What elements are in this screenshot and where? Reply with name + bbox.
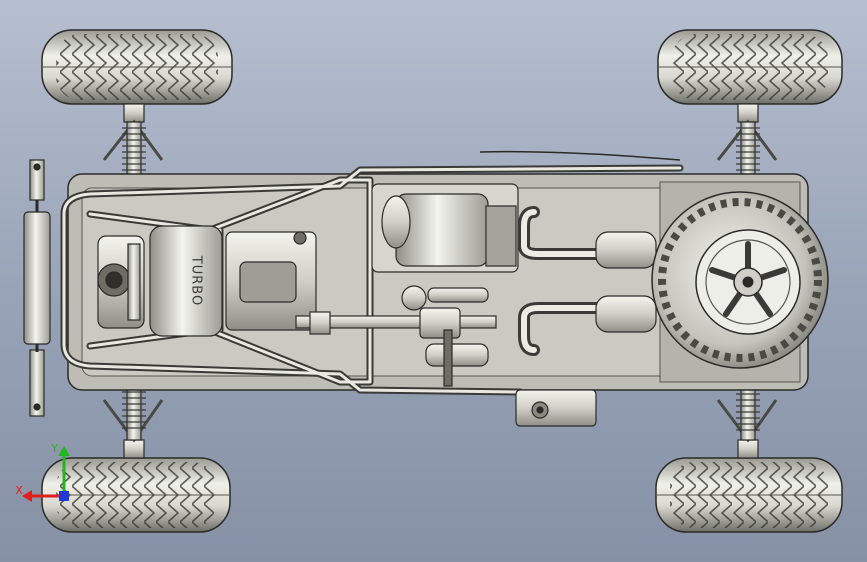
front-bumper bbox=[23, 159, 51, 417]
steering-assembly bbox=[97, 235, 145, 329]
exhaust-pipes bbox=[518, 206, 606, 356]
battery-box bbox=[515, 389, 597, 427]
suspension-rear-left bbox=[716, 103, 778, 181]
tire-rear-left bbox=[657, 29, 843, 105]
suspension-rear-right bbox=[716, 381, 778, 459]
tire-rear-right bbox=[655, 457, 843, 533]
spare-wheel bbox=[651, 191, 829, 369]
axis-triad: Y X bbox=[15, 442, 70, 502]
engine-turbo-label: TURBO bbox=[189, 255, 204, 306]
engine-block bbox=[149, 225, 317, 337]
carburetor bbox=[401, 285, 489, 311]
axis-label-y: Y bbox=[50, 442, 58, 455]
axis-label-x: X bbox=[15, 484, 23, 497]
drive-shaft bbox=[295, 307, 497, 387]
wire-harness bbox=[479, 150, 681, 161]
fuel-tank bbox=[371, 183, 519, 273]
mufflers bbox=[595, 231, 657, 333]
tire-front-right bbox=[41, 457, 231, 533]
tire-front-left bbox=[41, 29, 233, 105]
